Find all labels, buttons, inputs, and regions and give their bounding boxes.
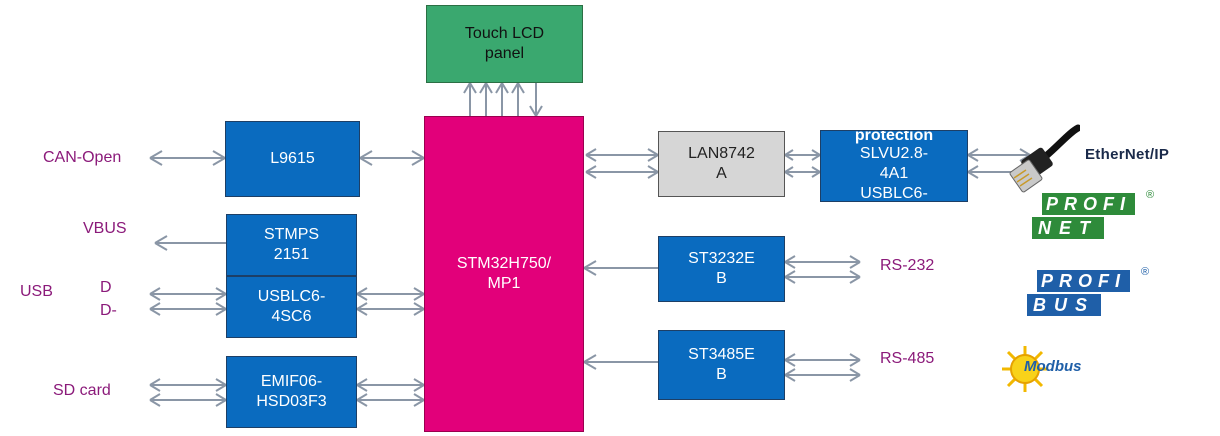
protection-title: protection — [854, 130, 934, 144]
lan8742a-block: LAN8742 A — [658, 131, 785, 197]
profibus-logo-top: PROFI — [1037, 270, 1131, 292]
stm32h750-mp1-block: STM32H750/ MP1 — [424, 116, 584, 432]
protection-block: protection SLVU2.8- 4A1 USBLC6- — [820, 130, 968, 202]
rs232-label: RS-232 — [880, 257, 935, 274]
st3232eb-block: ST3232E B — [658, 236, 785, 302]
modbus-logo-text: Modbus — [1024, 358, 1082, 375]
can-open-label: CAN-Open — [43, 149, 122, 166]
d-plus-label: D — [100, 279, 112, 296]
usblc6-4sc6-block: USBLC6- 4SC6 — [226, 276, 357, 338]
vbus-label: VBUS — [83, 220, 127, 237]
profinet-logo: PROFI NET ® — [1030, 189, 1160, 245]
stmps2151-block: STMPS 2151 — [226, 214, 357, 276]
emif06-hsd03f3-block: EMIF06- HSD03F3 — [226, 356, 357, 428]
touch-lcd-panel-block: Touch LCD panel — [426, 5, 583, 83]
protection-body: SLVU2.8- 4A1 USBLC6- — [859, 145, 929, 202]
st3485eb-block: ST3485E B — [658, 330, 785, 400]
profinet-logo-top: PROFI — [1042, 193, 1136, 215]
rs485-label: RS-485 — [880, 350, 935, 367]
modbus-sun-icon — [1002, 346, 1048, 392]
profinet-registered-mark: ® — [1146, 189, 1155, 201]
ethernet-ip-logo: EtherNet/IP — [1085, 146, 1170, 163]
profinet-logo-bottom: NET — [1032, 217, 1104, 239]
d-minus-label: D- — [100, 302, 117, 319]
usb-label: USB — [20, 283, 53, 300]
profibus-logo-bottom: BUS — [1027, 294, 1102, 316]
profibus-logo: PROFI BUS ® — [1025, 266, 1155, 322]
rj45-connector-icon — [1009, 124, 1080, 193]
modbus-logo: Modbus — [1000, 344, 1120, 394]
l9615-block: L9615 — [225, 121, 360, 197]
profibus-registered-mark: ® — [1141, 266, 1150, 278]
sd-card-label: SD card — [53, 382, 111, 399]
